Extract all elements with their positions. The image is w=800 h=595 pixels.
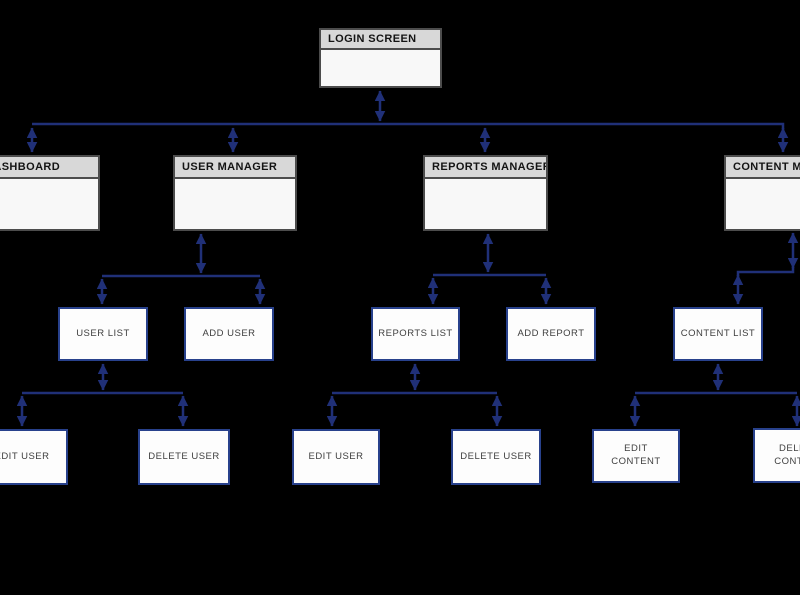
node-label: USER MANAGER bbox=[182, 161, 278, 173]
node-login-screen[interactable]: LOGIN SCREEN bbox=[319, 28, 442, 88]
node-label: ADD REPORT bbox=[517, 327, 585, 339]
node-reports-list[interactable]: REPORTS LIST bbox=[371, 307, 460, 361]
node-label: USER LIST bbox=[76, 327, 130, 339]
node-dashboard[interactable]: DASHBOARD bbox=[0, 155, 100, 231]
node-label: DELETE USER bbox=[148, 450, 220, 462]
node-add-report[interactable]: ADD REPORT bbox=[506, 307, 596, 361]
node-delete-user-1[interactable]: DELETE USER bbox=[138, 429, 230, 485]
node-label: DELETE USER bbox=[460, 450, 532, 462]
node-user-manager-header: USER MANAGER bbox=[175, 157, 295, 179]
node-label: DASHBOARD bbox=[0, 161, 61, 173]
node-reports-manager-header: REPORTS MANAGER bbox=[425, 157, 546, 179]
node-label: DELETE CONTENT bbox=[774, 442, 800, 467]
node-label: LOGIN SCREEN bbox=[328, 33, 417, 45]
node-content-manager[interactable]: CONTENT MANAGER bbox=[724, 155, 800, 231]
node-reports-manager[interactable]: REPORTS MANAGER bbox=[423, 155, 548, 231]
node-label: EDIT CONTENT bbox=[611, 443, 661, 467]
node-label: REPORTS MANAGER bbox=[432, 161, 546, 173]
node-content-manager-header: CONTENT MANAGER bbox=[726, 157, 800, 179]
node-delete-user-2[interactable]: DELETE USER bbox=[451, 429, 541, 485]
node-edit-user-1[interactable]: EDIT USER bbox=[0, 429, 68, 485]
node-label: ADD USER bbox=[202, 327, 256, 339]
node-user-list[interactable]: USER LIST bbox=[58, 307, 148, 361]
connector-line bbox=[32, 122, 785, 129]
node-login-screen-header: LOGIN SCREEN bbox=[321, 30, 440, 50]
node-label: CONTENT LIST bbox=[680, 327, 756, 339]
node-label: EDIT USER bbox=[0, 450, 50, 462]
node-label: CONTENT MANAGER bbox=[733, 161, 800, 173]
node-delete-content[interactable]: DELETE CONTENT bbox=[753, 428, 800, 483]
node-label: EDIT USER bbox=[308, 450, 364, 462]
node-content-list[interactable]: CONTENT LIST bbox=[673, 307, 763, 361]
connector-line bbox=[736, 267, 795, 276]
node-edit-user-2[interactable]: EDIT USER bbox=[292, 429, 380, 485]
node-add-user[interactable]: ADD USER bbox=[184, 307, 274, 361]
node-user-manager[interactable]: USER MANAGER bbox=[173, 155, 297, 231]
node-dashboard-header: DASHBOARD bbox=[0, 157, 98, 179]
node-edit-content[interactable]: EDIT CONTENT bbox=[592, 429, 680, 483]
node-label: REPORTS LIST bbox=[378, 327, 453, 339]
